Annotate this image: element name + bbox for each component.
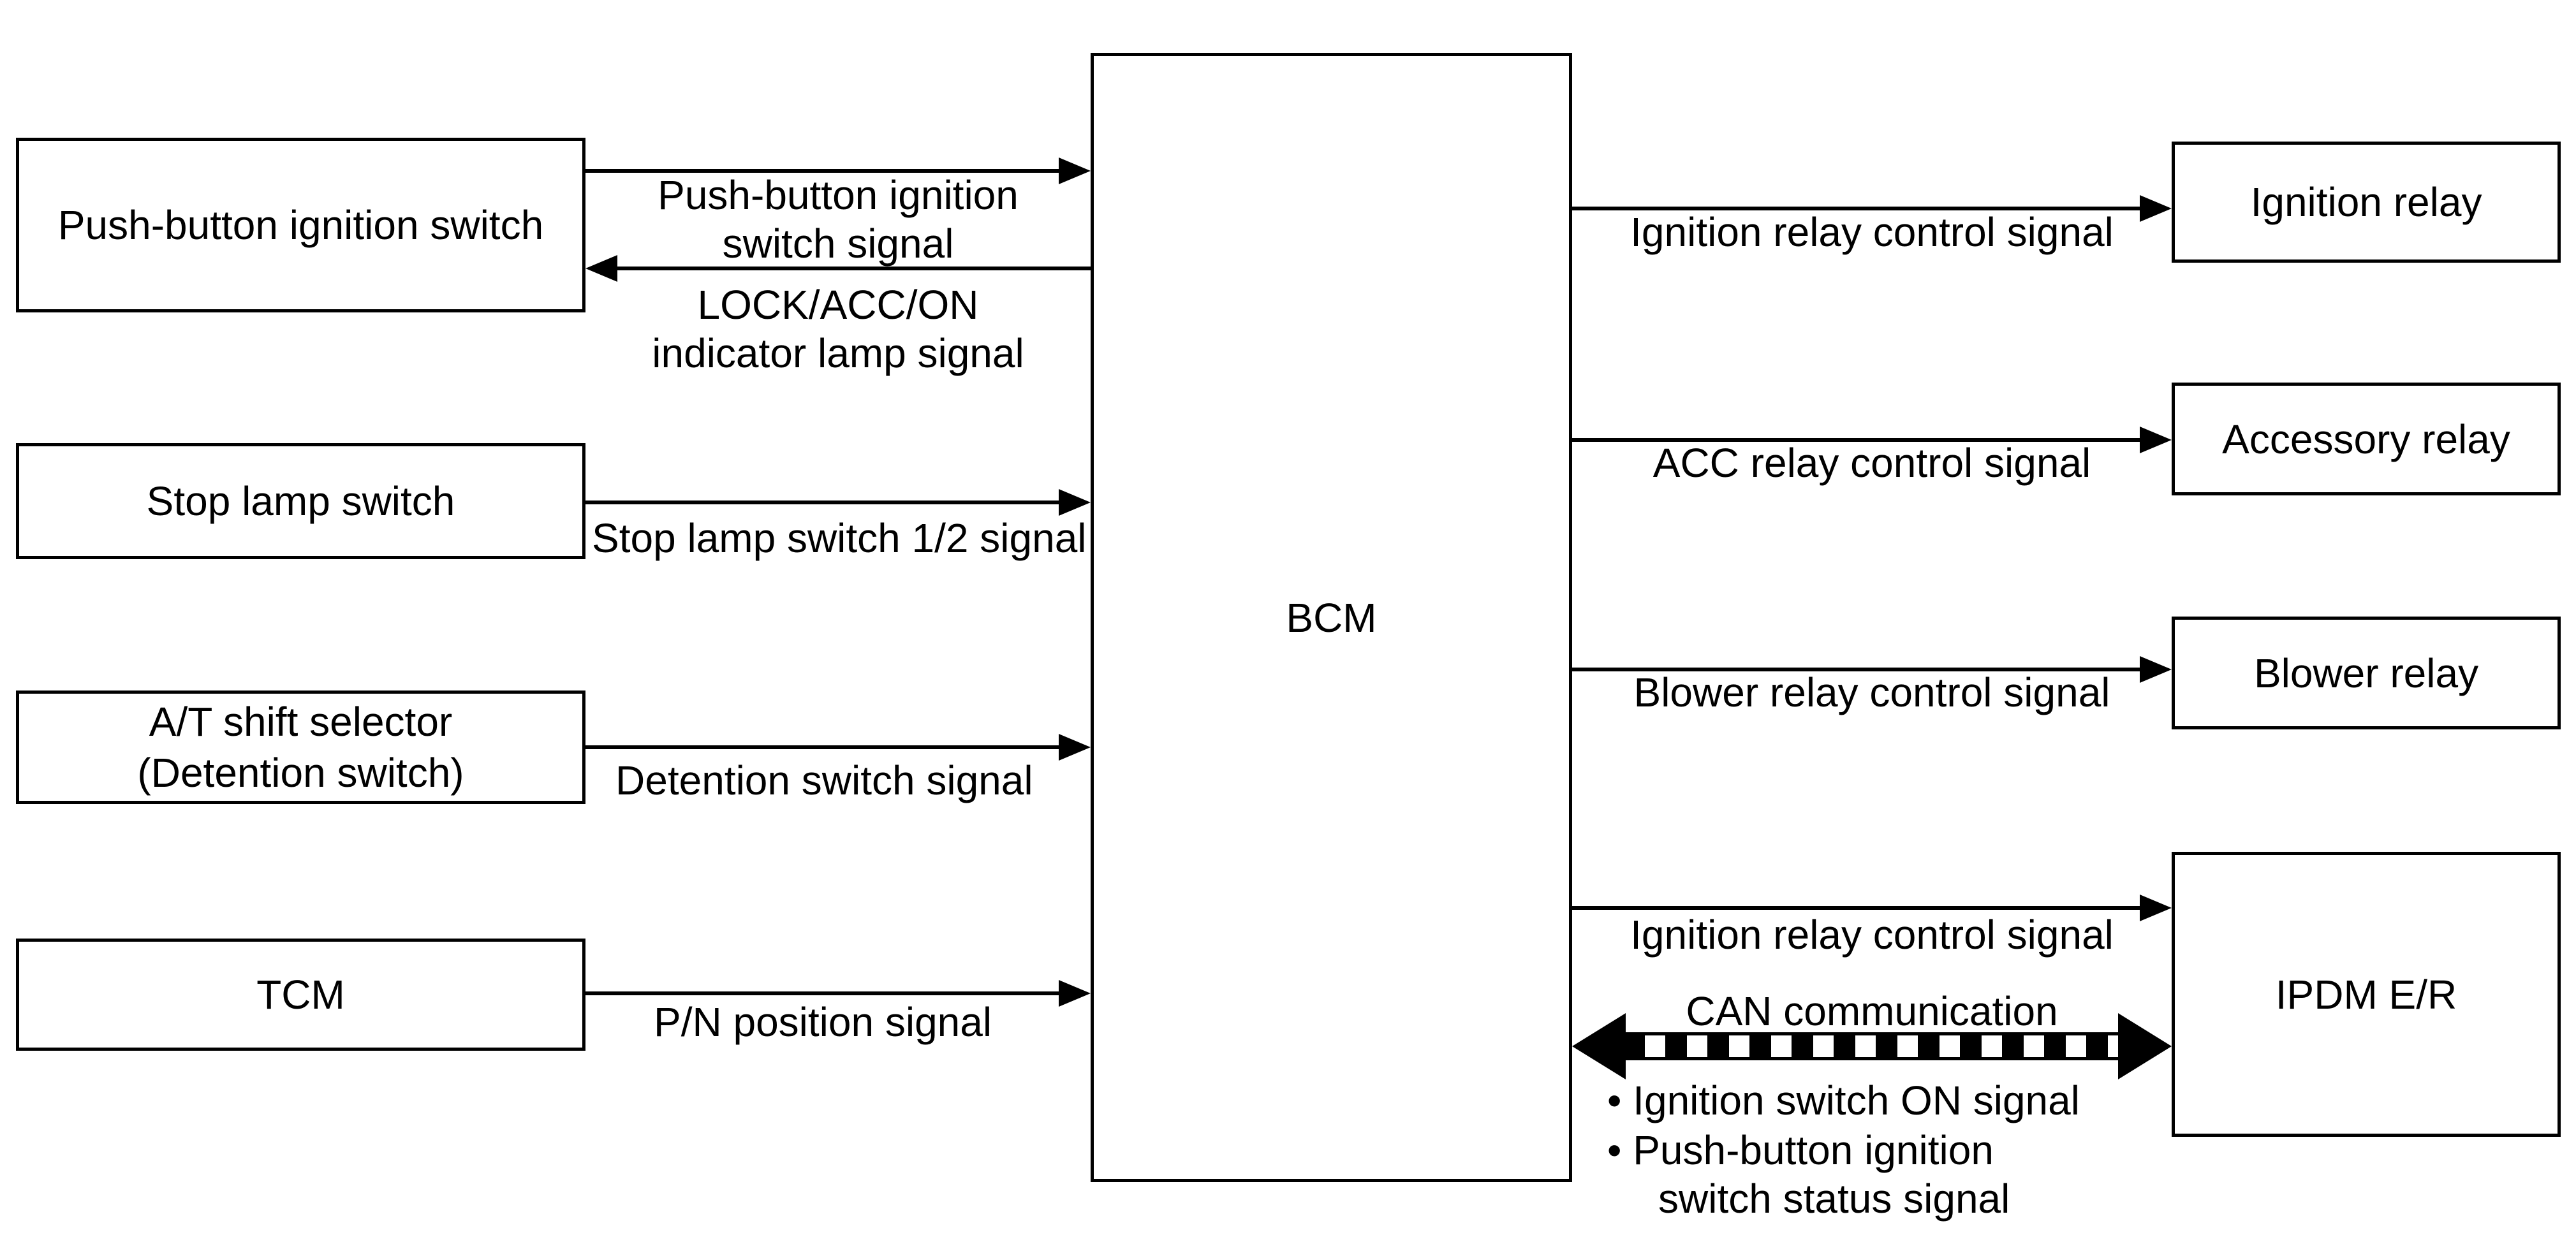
node-tcm: TCM: [16, 939, 585, 1051]
node-label: Stop lamp switch: [146, 478, 455, 524]
arrow-line: [585, 501, 1061, 504]
arrow-line: [616, 267, 1091, 270]
signal-label-can-communication: CAN communication: [1686, 988, 2058, 1034]
node-label-line1: A/T shift selector: [149, 699, 453, 745]
arrowhead-right-icon: [2140, 427, 2172, 453]
signal-label-stop-lamp: Stop lamp switch 1/2 signal: [592, 515, 1087, 561]
signal-label-ignition-relay-ctrl-ipdm: Ignition relay control signal: [1630, 912, 2114, 958]
node-label: Push-button ignition switch: [57, 202, 544, 248]
arrowhead-right-icon: [1059, 157, 1091, 184]
signal-label-push-button-switch: Push-button ignition switch signal: [585, 171, 1091, 268]
arrow-line: [585, 169, 1061, 173]
node-ipdm-er: IPDM E/R: [2172, 852, 2561, 1137]
node-push-button-ignition-switch: Push-button ignition switch: [16, 138, 585, 312]
can-bullet-push-button-line1: • Push-button ignition: [1607, 1127, 1994, 1173]
signal-label-ignition-relay-ctrl: Ignition relay control signal: [1630, 209, 2114, 255]
signal-label-acc-relay-ctrl: ACC relay control signal: [1652, 440, 2091, 486]
arrow-line: [1572, 668, 2142, 671]
signal-label-pn-position: P/N position signal: [654, 999, 992, 1045]
node-ignition-relay: Ignition relay: [2172, 142, 2561, 263]
arrowhead-right-icon: [2140, 895, 2172, 921]
signal-label-line2: indicator lamp signal: [652, 330, 1024, 376]
arrowhead-right-icon: [2140, 656, 2172, 683]
node-label: Accessory relay: [2222, 416, 2510, 462]
signal-label-line2: switch signal: [722, 221, 954, 267]
arrow-line: [1572, 906, 2142, 910]
arrow-line: [1572, 438, 2142, 442]
signal-label-line1: Push-button ignition: [658, 172, 1019, 218]
node-label: IPDM E/R: [2275, 971, 2457, 1018]
can-bus-bar: [1623, 1032, 2121, 1060]
node-label: Ignition relay: [2250, 179, 2482, 225]
arrowhead-left-icon: [585, 255, 617, 282]
arrow-line: [1572, 207, 2142, 210]
arrowhead-right-icon: [2140, 195, 2172, 222]
node-label: Blower relay: [2253, 650, 2479, 696]
can-bullet-ignition-switch-on: • Ignition switch ON signal: [1607, 1078, 2080, 1123]
node-blower-relay: Blower relay: [2172, 617, 2561, 729]
node-stop-lamp-switch: Stop lamp switch: [16, 443, 585, 559]
arrowhead-right-icon: [1059, 489, 1091, 516]
node-label: BCM: [1286, 594, 1377, 641]
arrowhead-right-icon: [2118, 1013, 2172, 1079]
node-bcm: BCM: [1091, 53, 1572, 1182]
node-label: TCM: [256, 972, 345, 1018]
signal-label-detention: Detention switch signal: [615, 757, 1033, 803]
can-bus-arrow: [1572, 1013, 2172, 1079]
arrowhead-left-icon: [1572, 1013, 1626, 1079]
arrowhead-right-icon: [1059, 980, 1091, 1007]
arrow-line: [585, 991, 1061, 995]
signal-label-lock-acc-on: LOCK/ACC/ON indicator lamp signal: [585, 281, 1091, 377]
signal-label-line1: LOCK/ACC/ON: [697, 282, 979, 328]
node-label-line2: (Detention switch): [137, 750, 464, 796]
node-at-shift-selector: A/T shift selector (Detention switch): [16, 691, 585, 804]
arrowhead-right-icon: [1059, 734, 1091, 761]
signal-label-blower-relay-ctrl: Blower relay control signal: [1633, 669, 2110, 715]
node-accessory-relay: Accessory relay: [2172, 383, 2561, 495]
arrow-line: [585, 745, 1061, 749]
can-bullet-push-button-line2: switch status signal: [1658, 1176, 2010, 1222]
